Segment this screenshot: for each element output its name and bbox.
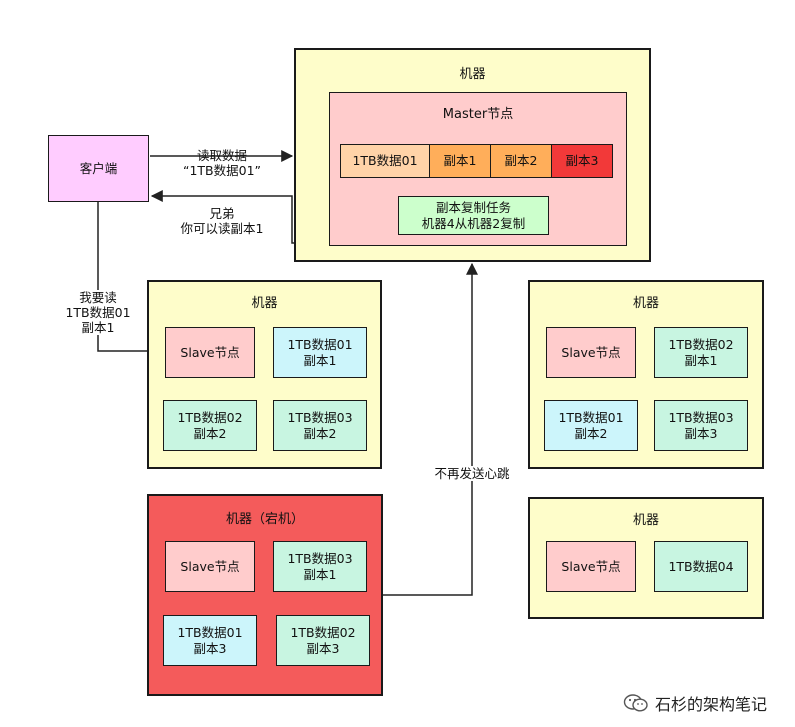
replication-task-box: 副本复制任务 机器4从机器2复制	[398, 196, 549, 235]
machine-right-slave: Slave节点	[546, 327, 636, 378]
replication-task-line-2: 机器4从机器2复制	[421, 215, 526, 231]
machine-left-block-3: 1TB数据03 副本2	[273, 400, 367, 451]
footer-text: 石杉的架构笔记	[654, 695, 767, 714]
client-label: 客户端	[79, 160, 118, 176]
machine-right-bottom-block-1: 1TB数据04	[654, 541, 748, 592]
heartbeat-label: 不再发送心跳	[424, 466, 520, 481]
meta-replica3-cell: 副本3	[551, 144, 613, 178]
machine-down-slave: Slave节点	[165, 541, 255, 592]
block-replica: 副本3	[684, 425, 718, 441]
machine-left-block-1: 1TB数据01 副本1	[273, 327, 367, 378]
machine-right-bottom: 机器 Slave节点 1TB数据04	[528, 497, 764, 619]
block-replica: 副本1	[303, 352, 337, 368]
machine-right-block-2: 1TB数据01 副本2	[544, 400, 638, 451]
meta-data-label: 1TB数据01	[352, 153, 418, 168]
block-replica: 副本1	[303, 566, 337, 582]
block-name: 1TB数据01	[287, 336, 353, 352]
block-name: 1TB数据03	[287, 409, 353, 425]
machine-down-title: 机器（宕机）	[225, 512, 304, 527]
master-machine: 机器 Master节点 1TB数据01 副本1 副本2 副本3 副本复制任务 机…	[294, 48, 651, 262]
block-replica: 副本3	[193, 640, 227, 656]
block-name: 1TB数据03	[287, 550, 353, 566]
reply-line-1: 兄弟	[209, 206, 235, 221]
block-name: 1TB数据02	[177, 409, 243, 425]
block-replica: 副本2	[303, 425, 337, 441]
block-name: 1TB数据01	[558, 409, 624, 425]
block-name: 1TB数据02	[668, 336, 734, 352]
read-request-line-1: 读取数据	[196, 148, 247, 163]
machine-down-block-3: 1TB数据02 副本3	[276, 615, 370, 666]
master-node: Master节点 1TB数据01 副本1 副本2 副本3 副本复制任务 机器4从…	[329, 92, 627, 246]
read-replica-line-2: 1TB数据01	[65, 305, 131, 320]
read-replica-line-3: 副本1	[81, 320, 115, 335]
read-replica-line-1: 我要读	[79, 290, 117, 305]
meta-replica2-label: 副本2	[504, 153, 538, 168]
machine-left-title: 机器	[251, 296, 278, 311]
machine-down-block-1: 1TB数据03 副本1	[273, 541, 367, 592]
block-replica: 副本3	[306, 640, 340, 656]
block-name: 1TB数据02	[290, 624, 356, 640]
meta-replica2-cell: 副本2	[490, 144, 552, 178]
machine-right-bottom-slave-label: Slave节点	[561, 558, 621, 574]
master-machine-title: 机器	[459, 67, 486, 82]
read-request-line-2: “1TB数据01”	[182, 163, 262, 178]
machine-right: 机器 Slave节点 1TB数据02 副本1 1TB数据01 副本2 1TB数据…	[528, 280, 764, 469]
machine-down-block-2: 1TB数据01 副本3	[163, 615, 257, 666]
heartbeat-arrow	[383, 262, 478, 596]
reply-line-2: 你可以读副本1	[180, 221, 264, 236]
block-name: 1TB数据03	[668, 409, 734, 425]
read-request-label: 读取数据 “1TB数据01”	[168, 148, 276, 178]
block-replica: 副本2	[193, 425, 227, 441]
read-replica-label: 我要读 1TB数据01 副本1	[52, 290, 144, 335]
machine-down: 机器（宕机） Slave节点 1TB数据03 副本1 1TB数据01 副本3 1…	[147, 494, 383, 696]
client-box: 客户端	[48, 135, 149, 202]
block-name: 1TB数据04	[668, 558, 734, 574]
reply-label: 兄弟 你可以读副本1	[168, 206, 276, 236]
machine-down-slave-label: Slave节点	[180, 558, 240, 574]
footer-watermark: 石杉的架构笔记	[623, 691, 767, 715]
machine-right-bottom-slave: Slave节点	[546, 541, 636, 592]
machine-right-slave-label: Slave节点	[561, 344, 621, 360]
reply-arrow	[150, 190, 294, 244]
machine-left: 机器 Slave节点 1TB数据01 副本1 1TB数据02 副本2 1TB数据…	[147, 280, 382, 469]
machine-right-block-3: 1TB数据03 副本3	[654, 400, 748, 451]
wechat-icon	[623, 694, 648, 712]
block-name: 1TB数据01	[177, 624, 243, 640]
machine-left-slave-label: Slave节点	[180, 344, 240, 360]
machine-right-title: 机器	[632, 296, 659, 311]
meta-replica1-label: 副本1	[443, 153, 477, 168]
meta-data-cell: 1TB数据01	[340, 144, 430, 178]
block-replica: 副本1	[684, 352, 718, 368]
machine-right-bottom-title: 机器	[632, 513, 659, 528]
replication-task-line-1: 副本复制任务	[435, 199, 511, 215]
read-replica-arrow	[97, 202, 165, 357]
master-node-title: Master节点	[442, 107, 514, 122]
block-replica: 副本2	[574, 425, 608, 441]
meta-replica1-cell: 副本1	[429, 144, 491, 178]
machine-left-block-2: 1TB数据02 副本2	[163, 400, 257, 451]
meta-replica3-label: 副本3	[565, 153, 599, 168]
machine-right-block-1: 1TB数据02 副本1	[654, 327, 748, 378]
machine-left-slave: Slave节点	[165, 327, 255, 378]
